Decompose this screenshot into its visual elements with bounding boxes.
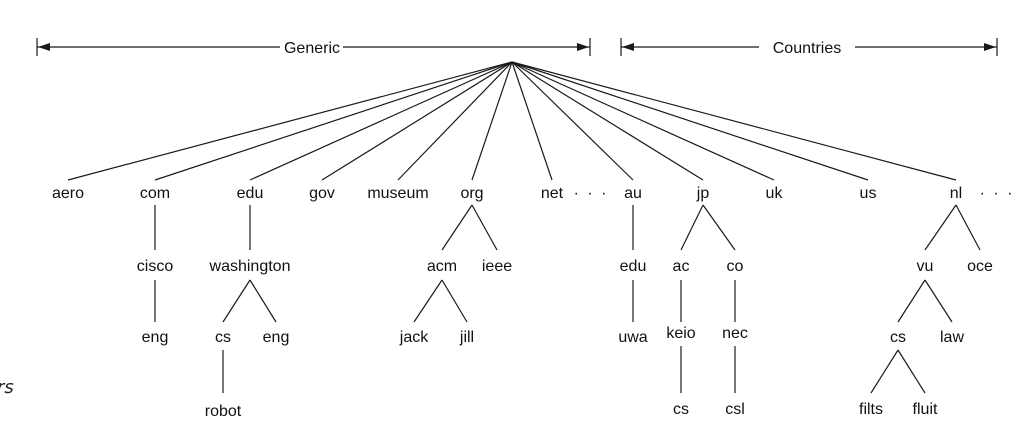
node-us: us	[860, 185, 877, 202]
node-ieee: ieee	[482, 258, 512, 275]
node-museum: museum	[367, 185, 428, 202]
node-vu: vu	[917, 258, 934, 275]
node-fluit: fluit	[913, 401, 938, 418]
generic-label: Generic	[284, 40, 340, 57]
node-au-edu: edu	[620, 258, 647, 275]
node-washington-eng: eng	[263, 329, 290, 346]
ellipsis-countries: · · ·	[980, 185, 1011, 202]
node-robot: robot	[205, 403, 242, 420]
root-edges	[67, 61, 957, 181]
node-filts: filts	[859, 401, 883, 418]
node-jp: jp	[696, 185, 710, 202]
node-com: com	[140, 185, 170, 202]
node-jack: jack	[399, 329, 429, 346]
node-uk: uk	[766, 185, 784, 202]
node-acm: acm	[427, 258, 457, 275]
generic-range-arrow	[36, 38, 591, 56]
node-org: org	[460, 185, 483, 202]
edge-text-fragment: rs	[0, 377, 14, 398]
node-nec: nec	[722, 325, 748, 342]
node-gov: gov	[309, 185, 335, 202]
node-jill: jill	[459, 329, 474, 346]
node-oce: oce	[967, 258, 993, 275]
node-washington: washington	[209, 258, 291, 275]
node-vu-cs: cs	[890, 329, 906, 346]
node-ac: ac	[673, 258, 690, 275]
node-csl: csl	[725, 401, 745, 418]
node-aero: aero	[52, 185, 84, 202]
level-4-edges	[222, 346, 926, 394]
node-keio: keio	[666, 325, 695, 342]
node-co: co	[727, 258, 744, 275]
node-edu: edu	[237, 185, 264, 202]
node-law: law	[940, 329, 964, 346]
countries-label: Countries	[773, 40, 841, 57]
level-2-edges	[154, 204, 981, 251]
countries-range-arrow	[620, 38, 998, 56]
node-uwa: uwa	[618, 329, 647, 346]
level-3-edges	[154, 279, 953, 323]
node-keio-cs: cs	[673, 401, 689, 418]
node-nl: nl	[950, 185, 962, 202]
node-au: au	[624, 185, 642, 202]
node-cisco: cisco	[137, 258, 174, 275]
node-cisco-eng: eng	[142, 329, 169, 346]
ellipsis-generic: · · ·	[574, 185, 609, 202]
node-washington-cs: cs	[215, 329, 231, 346]
node-net: net	[541, 185, 564, 202]
